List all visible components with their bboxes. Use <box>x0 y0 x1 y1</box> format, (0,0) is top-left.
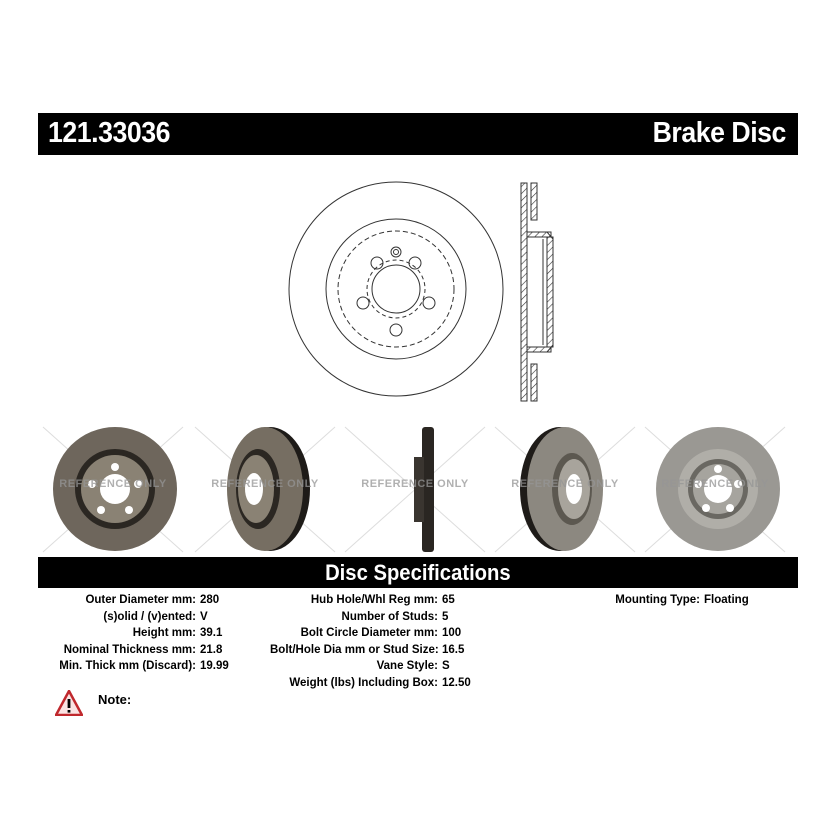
warning-triangle-icon <box>54 689 84 717</box>
watermark-text: REFERENCE ONLY <box>361 478 469 490</box>
spec-value: S <box>442 660 450 673</box>
spec-value: V <box>200 610 208 623</box>
photo-front-view[interactable]: REFERENCE ONLY <box>38 422 188 557</box>
spec-row: Mounting Type: Floating <box>580 592 749 609</box>
brake-disc-photo-icon <box>494 426 636 553</box>
spec-label: Min. Thick mm (Discard): <box>59 660 196 673</box>
spec-row: Bolt/Hole Dia mm or Stud Size:16.5 <box>270 642 471 659</box>
specifications-header: Disc Specifications <box>38 557 798 588</box>
spec-value: 5 <box>442 610 449 623</box>
spec-value: 16.5 <box>442 643 465 656</box>
photo-gallery: REFERENCE ONLY REFERENCE ONLY REFERENCE … <box>38 422 798 557</box>
brake-disc-photo-icon <box>42 426 184 553</box>
spec-value: 65 <box>442 594 455 606</box>
spec-value: 280 <box>200 594 220 606</box>
watermark-text: REFERENCE ONLY <box>59 478 167 490</box>
watermark-text: REFERENCE ONLY <box>211 478 319 490</box>
spec-label: Hub Hole/Whl Reg mm: <box>310 594 438 606</box>
spec-label: (s)olid / (v)ented: <box>103 610 196 623</box>
watermark-text: REFERENCE ONLY <box>511 478 619 490</box>
part-number: 121.33036 <box>48 117 170 149</box>
photo-edge-view[interactable]: REFERENCE ONLY <box>340 422 490 557</box>
specs-column-2: Hub Hole/Whl Reg mm: 65 Number of Studs: 5… <box>270 592 471 692</box>
spec-row: Hub Hole/Whl Reg mm: 65 <box>270 592 471 609</box>
spec-row: Outer Diameter mm: 280 <box>30 592 229 609</box>
spec-row: Nominal Thickness mm: 21.8 <box>30 642 229 659</box>
technical-drawing <box>285 175 555 415</box>
note-section: Note: <box>54 689 131 721</box>
photo-angle-right-view[interactable]: REFERENCE ONLY <box>490 422 640 557</box>
title-bar: 121.33036 Brake Disc <box>38 113 798 155</box>
note-label: Note: <box>98 692 132 707</box>
spec-value: 39.1 <box>200 627 223 640</box>
spec-label: Nominal Thickness mm: <box>63 643 196 656</box>
specs-column-3: Mounting Type: Floating <box>580 592 749 609</box>
spec-row: Vane Style: S <box>270 658 471 675</box>
spec-row: Number of Studs: 5 <box>270 609 471 626</box>
spec-value: 100 <box>442 627 462 640</box>
spec-label: Bolt Circle Diameter mm: <box>300 627 438 640</box>
brake-disc-photo-icon <box>644 426 786 553</box>
spec-row: Bolt Circle Diameter mm: 100 <box>270 625 471 642</box>
spec-label: Vane Style: <box>376 660 438 673</box>
spec-row: (s)olid / (v)ented: V <box>30 609 229 626</box>
photo-angle-left-view[interactable]: REFERENCE ONLY <box>190 422 340 557</box>
spec-row: Min. Thick mm (Discard): 19.99 <box>30 658 229 675</box>
spec-label: Bolt/Hole Dia mm or Stud Size: <box>270 643 439 656</box>
spec-row: Weight (lbs) Including Box: 12.50 <box>270 675 471 692</box>
spec-value: 21.8 <box>200 643 223 656</box>
watermark-text: REFERENCE ONLY <box>661 478 769 490</box>
spec-label: Number of Studs: <box>341 610 438 623</box>
spec-label: Mounting Type: <box>615 594 700 606</box>
brake-disc-front-drawing-icon <box>288 181 554 402</box>
spec-row: Height mm: 39.1 <box>30 625 229 642</box>
photo-back-view[interactable]: REFERENCE ONLY <box>640 422 790 557</box>
spec-value: 12.50 <box>442 676 471 689</box>
brake-disc-photo-icon <box>344 426 486 553</box>
spec-value: 19.99 <box>200 660 229 673</box>
spec-label: Weight (lbs) Including Box: <box>289 676 438 689</box>
spec-label: Height mm: <box>132 627 196 640</box>
brake-disc-photo-icon <box>194 426 336 553</box>
product-type: Brake Disc <box>652 117 787 149</box>
specs-column-1: Outer Diameter mm: 280 (s)olid / (v)ented… <box>30 592 229 675</box>
specifications-title: Disc Specifications <box>325 560 511 585</box>
spec-label: Outer Diameter mm: <box>85 594 196 606</box>
spec-value: Floating <box>704 594 749 606</box>
